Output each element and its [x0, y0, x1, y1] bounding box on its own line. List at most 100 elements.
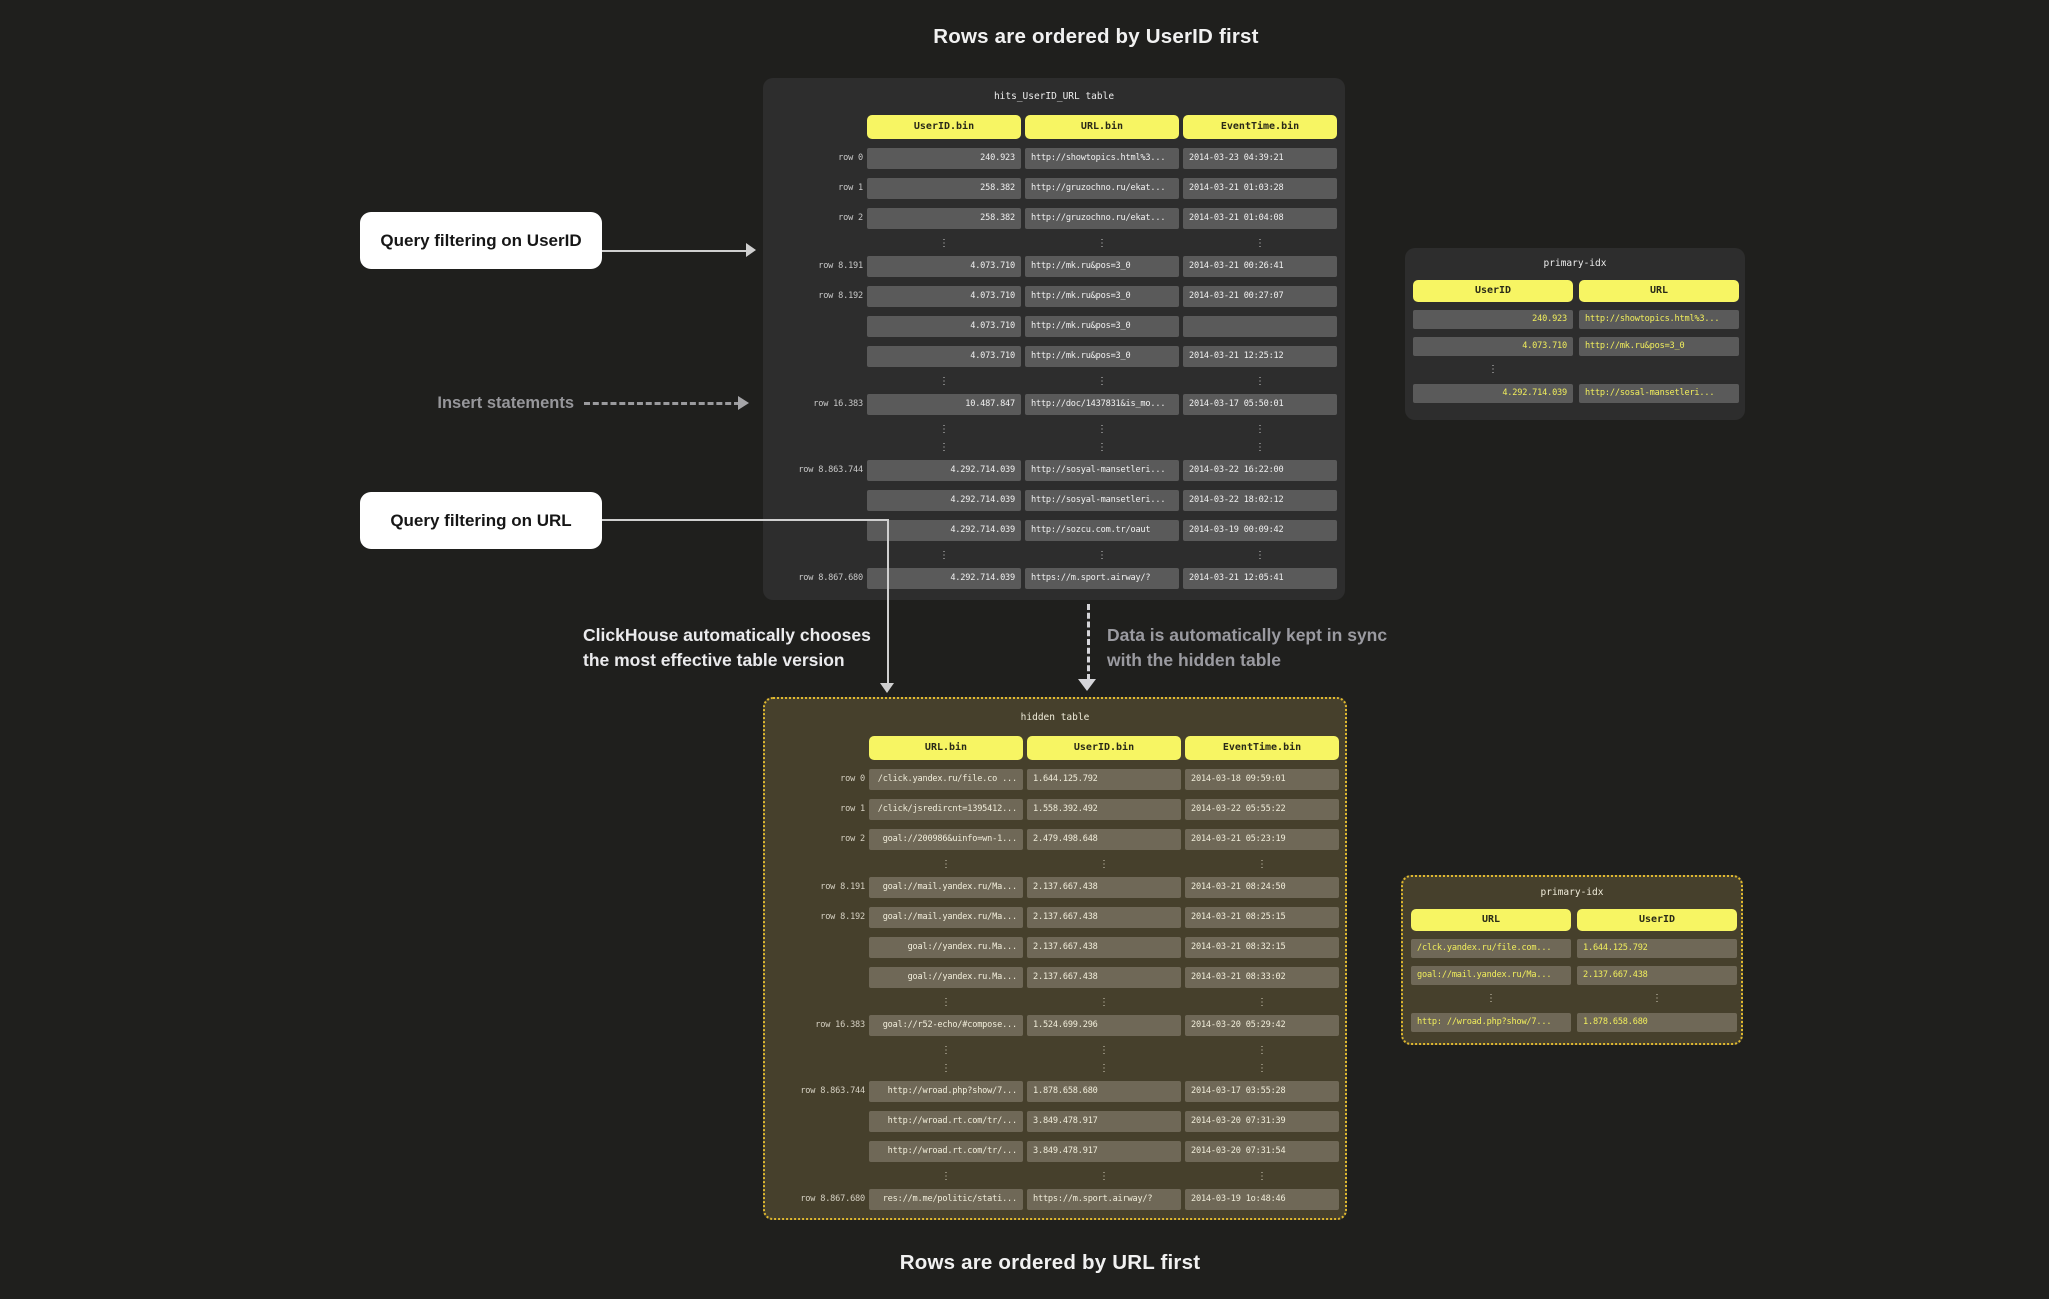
bottom-title: Rows are ordered by URL first: [899, 1251, 1201, 1274]
row-label: [771, 346, 863, 367]
ellipsis: ⋮: [1099, 1063, 1109, 1074]
table-cell: goal://mail.yandex.ru/Ma...: [869, 907, 1023, 928]
table-cell: http://mk.ru&pos=3_0: [1025, 256, 1179, 277]
row-label: [773, 937, 865, 958]
table-cell: [1183, 316, 1337, 337]
clickhouse-chooses-note: ClickHouse automatically chooses the mos…: [583, 623, 871, 673]
table-cell: 4.073.710: [1413, 337, 1573, 356]
row-label: row 0: [838, 153, 863, 163]
table-cell: 2014-03-22 16:22:00: [1183, 460, 1337, 481]
table-cell: 1.558.392.492: [1027, 799, 1181, 820]
table-cell: 240.923: [867, 148, 1021, 169]
table-cell: 2014-03-18 09:59:01: [1185, 769, 1339, 790]
table-cell: 2014-03-21 00:27:07: [1183, 286, 1337, 307]
table-cell: goal://r52-echo/#compose...: [869, 1015, 1023, 1036]
ellipsis-row: ⋮⋮⋮: [763, 424, 1345, 436]
ellipsis-row: ⋮⋮⋮: [763, 550, 1345, 562]
table-cell: https://m.sport.airway/?: [1027, 1189, 1181, 1210]
row-label: [771, 520, 863, 541]
table-cell: 1.644.125.792: [1577, 939, 1737, 958]
ellipsis-row: ⋮⋮⋮: [765, 859, 1345, 871]
column-header: EventTime.bin: [1183, 115, 1337, 139]
table-cell: 240.923: [1413, 310, 1573, 329]
ellipsis: ⋮: [1257, 1171, 1267, 1182]
table-cell: http://gruzochno.ru/ekat...: [1025, 208, 1179, 229]
ellipsis: ⋮: [1099, 1045, 1109, 1056]
ellipsis-row: ⋮⋮⋮: [765, 1063, 1345, 1075]
table-cell: 2014-03-22 18:02:12: [1183, 490, 1337, 511]
table-cell: 4.292.714.039: [1413, 384, 1573, 403]
ellipsis: ⋮: [1255, 424, 1265, 435]
table-cell: 2.137.667.438: [1577, 966, 1737, 985]
table-cell: 4.292.714.039: [867, 490, 1021, 511]
ellipsis: ⋮: [1097, 238, 1107, 249]
table-cell: 4.073.710: [867, 346, 1021, 367]
row-label: [771, 376, 863, 388]
ellipsis: ⋮: [1255, 376, 1265, 387]
row-label: row 8.192: [818, 291, 863, 301]
table-row: goal://mail.yandex.ru/Ma...2.137.667.438: [1403, 966, 1741, 985]
row-label: row 8.191: [818, 261, 863, 271]
table-cell: 2014-03-21 01:04:08: [1183, 208, 1337, 229]
ellipsis: ⋮: [941, 1045, 951, 1056]
column-header: URL.bin: [869, 736, 1023, 760]
table-cell: 2014-03-19 00:09:42: [1183, 520, 1337, 541]
row-label: row 8.867.680: [798, 573, 863, 583]
row-label: row 1: [838, 183, 863, 193]
query-filtering-url-callout: Query filtering on URL: [360, 492, 602, 549]
table-row: http: //wroad.php?show/7... 1.878.658.680: [1403, 1013, 1741, 1032]
table-cell: http://doc/1437831&is_mo...: [1025, 394, 1179, 415]
url-query-connector-horizontal: [602, 519, 889, 521]
table-cell: http://gruzochno.ru/ekat...: [1025, 178, 1179, 199]
row-label-spacer: [773, 736, 865, 760]
table-cell: 2014-03-20 05:29:42: [1185, 1015, 1339, 1036]
ellipsis-row: ⋮⋮⋮: [765, 1171, 1345, 1183]
ellipsis: ⋮: [939, 238, 949, 249]
table-cell: 4.292.714.039: [867, 520, 1021, 541]
row-label: row 2: [840, 834, 865, 844]
ellipsis: ⋮: [1257, 1045, 1267, 1056]
sync-arrowhead-icon: [1078, 679, 1096, 691]
table-title: primary-idx: [1543, 258, 1607, 269]
table-cell: 4.073.710: [867, 286, 1021, 307]
table-cell: 2014-03-21 05:23:19: [1185, 829, 1339, 850]
table-cell: 1.878.658.680: [1577, 1013, 1737, 1032]
insert-statements-arrowhead-icon: [738, 396, 749, 410]
row-label: [771, 490, 863, 511]
table-cell: /click/jsredircnt=1395412...: [869, 799, 1023, 820]
url-query-arrowhead-icon: [880, 683, 894, 693]
table-cell: 2.137.667.438: [1027, 907, 1181, 928]
ellipsis: ⋮: [1255, 238, 1265, 249]
ellipsis: ⋮: [1255, 442, 1265, 453]
ellipsis: ⋮: [1486, 993, 1496, 1004]
table-cell: 2014-03-20 07:31:39: [1185, 1111, 1339, 1132]
table-cell: http: //wroad.php?show/7...: [1411, 1013, 1571, 1032]
column-header: EventTime.bin: [1185, 736, 1339, 760]
note-line: the most effective table version: [583, 650, 845, 670]
ellipsis: ⋮: [1257, 859, 1267, 870]
table-cell: 1.644.125.792: [1027, 769, 1181, 790]
ellipsis: ⋮: [1255, 550, 1265, 561]
note-line: Data is automatically kept in sync: [1107, 625, 1388, 645]
row-label: [773, 967, 865, 988]
table-cell: 2.479.498.648: [1027, 829, 1181, 850]
table-cell: http://wroad.rt.com/tr/...: [869, 1141, 1023, 1162]
table-cell: /clck.yandex.ru/file.com...: [1411, 939, 1571, 958]
table-cell: http://sozcu.com.tr/oaut: [1025, 520, 1179, 541]
ellipsis-row: ⋮ ⋮ ⋮: [765, 1045, 1345, 1057]
ellipsis: ⋮: [939, 424, 949, 435]
